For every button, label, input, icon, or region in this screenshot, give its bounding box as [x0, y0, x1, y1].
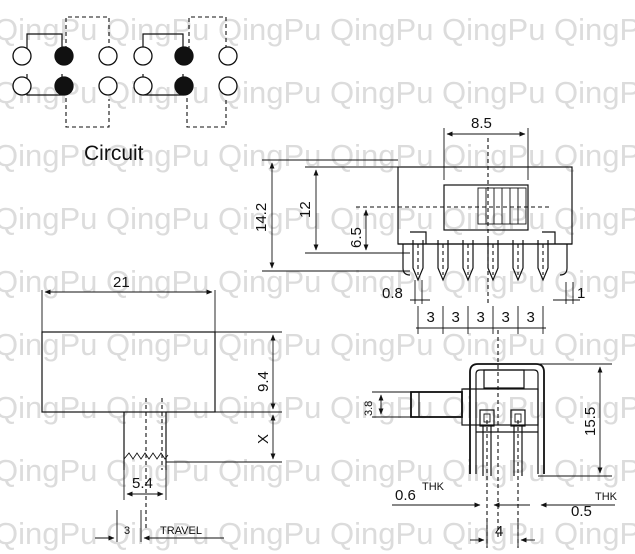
body-outline	[41, 331, 216, 413]
dim-height-body-label: 12	[297, 201, 314, 218]
contact-dot-open	[12, 46, 32, 66]
contact-dot-open	[133, 76, 153, 96]
circuit-jumper	[188, 16, 227, 50]
body-view: 21 9.4 X 5.4 3 TRAVEL	[41, 274, 282, 542]
side-pins	[482, 426, 523, 476]
circuit-jumper	[65, 16, 110, 50]
contact-dot-open	[218, 76, 238, 96]
contact-dot-filled	[54, 46, 74, 66]
pitch-label: 3	[452, 309, 460, 326]
circuit-jumper	[65, 91, 110, 128]
dim-pin-thickness-label: 0.6	[395, 487, 416, 504]
side-pin-block	[510, 409, 526, 427]
front-pin	[537, 240, 549, 282]
side-actuator	[410, 391, 463, 418]
side-view: 3.8 15.5 0.6 THK 0.5 THK 4	[363, 330, 618, 548]
dim-height-total-label: 14.2	[253, 203, 270, 232]
contact-dot-open	[133, 46, 153, 66]
dim-actuator-x-label: X	[255, 434, 272, 444]
circuit-jumper	[186, 91, 227, 128]
front-pin	[412, 240, 424, 282]
watermark-text: QingPu QingPu QingPu QingPu QingPu QingP…	[0, 75, 635, 110]
watermark-text: QingPu QingPu QingPu QingPu QingPu QingP…	[0, 453, 635, 488]
front-tab-left	[410, 231, 427, 244]
dim-pin-left-label: 0.8	[382, 285, 403, 302]
circuit-dots	[12, 46, 238, 96]
circuit-jumper	[142, 33, 184, 50]
contact-dot-open	[218, 46, 238, 66]
circuit-caption: Circuit	[84, 142, 144, 165]
pitch-label: 3	[477, 309, 485, 326]
dim-frame-thickness-unit: THK	[595, 491, 618, 503]
dim-body-width-label: 21	[113, 274, 130, 291]
watermark-text: QingPu QingPu QingPu QingPu QingPu QingP…	[0, 390, 635, 425]
dim-travel-value: 3	[124, 525, 130, 537]
contact-dot-open	[98, 76, 118, 96]
dim-frame-thickness-label: 0.5	[571, 503, 592, 520]
pitch-label: 3	[502, 309, 510, 326]
dim-actuator-dia-label: 3.8	[363, 401, 375, 416]
circuit-diagram: Circuit	[12, 16, 238, 165]
front-pin	[462, 240, 474, 282]
watermark-text: QingPu QingPu QingPu QingPu QingPu QingP…	[0, 516, 635, 551]
dim-body-height-label: 9.4	[255, 371, 272, 392]
front-leg-right	[559, 244, 568, 276]
dim-actuator-height-label: 6.5	[348, 227, 365, 248]
contact-dot-open	[12, 76, 32, 96]
contact-dot-filled	[174, 76, 194, 96]
dim-actuator-width-label: 5.4	[132, 475, 153, 492]
watermark-layer: QingPu QingPu QingPu QingPu QingPu QingP…	[0, 12, 635, 551]
pitch-ticks	[417, 306, 544, 334]
front-pin	[512, 240, 524, 282]
watermark-text: QingPu QingPu QingPu QingPu QingPu QingP…	[0, 12, 635, 47]
contact-dot-open	[98, 46, 118, 66]
dim-pin-thickness-unit: THK	[422, 481, 445, 493]
watermark-text: QingPu QingPu QingPu QingPu QingPu QingP…	[0, 264, 635, 299]
watermark-text: QingPu QingPu QingPu QingPu QingPu QingP…	[0, 201, 635, 236]
dim-travel-label: TRAVEL	[160, 525, 202, 537]
front-pin	[437, 240, 449, 282]
watermark-text: QingPu QingPu QingPu QingPu QingPu QingP…	[0, 327, 635, 362]
pitch-label: 3	[527, 309, 535, 326]
dim-width-label: 8.5	[471, 115, 492, 132]
dim-side-height-label: 15.5	[582, 407, 599, 436]
side-slider	[483, 369, 525, 389]
circuit-jumper	[26, 33, 63, 50]
contact-dot-filled	[174, 46, 194, 66]
front-tab-right	[542, 231, 556, 244]
dim-pin-spacing-label: 4	[495, 523, 503, 540]
side-pin-block	[479, 409, 495, 427]
contact-dot-filled	[54, 76, 74, 96]
side-frame-outer	[469, 363, 545, 474]
front-pins	[402, 240, 568, 282]
dim-pin-right-label: 1	[577, 285, 585, 302]
front-leg-left	[402, 244, 411, 276]
pitch-label: 3	[427, 309, 435, 326]
